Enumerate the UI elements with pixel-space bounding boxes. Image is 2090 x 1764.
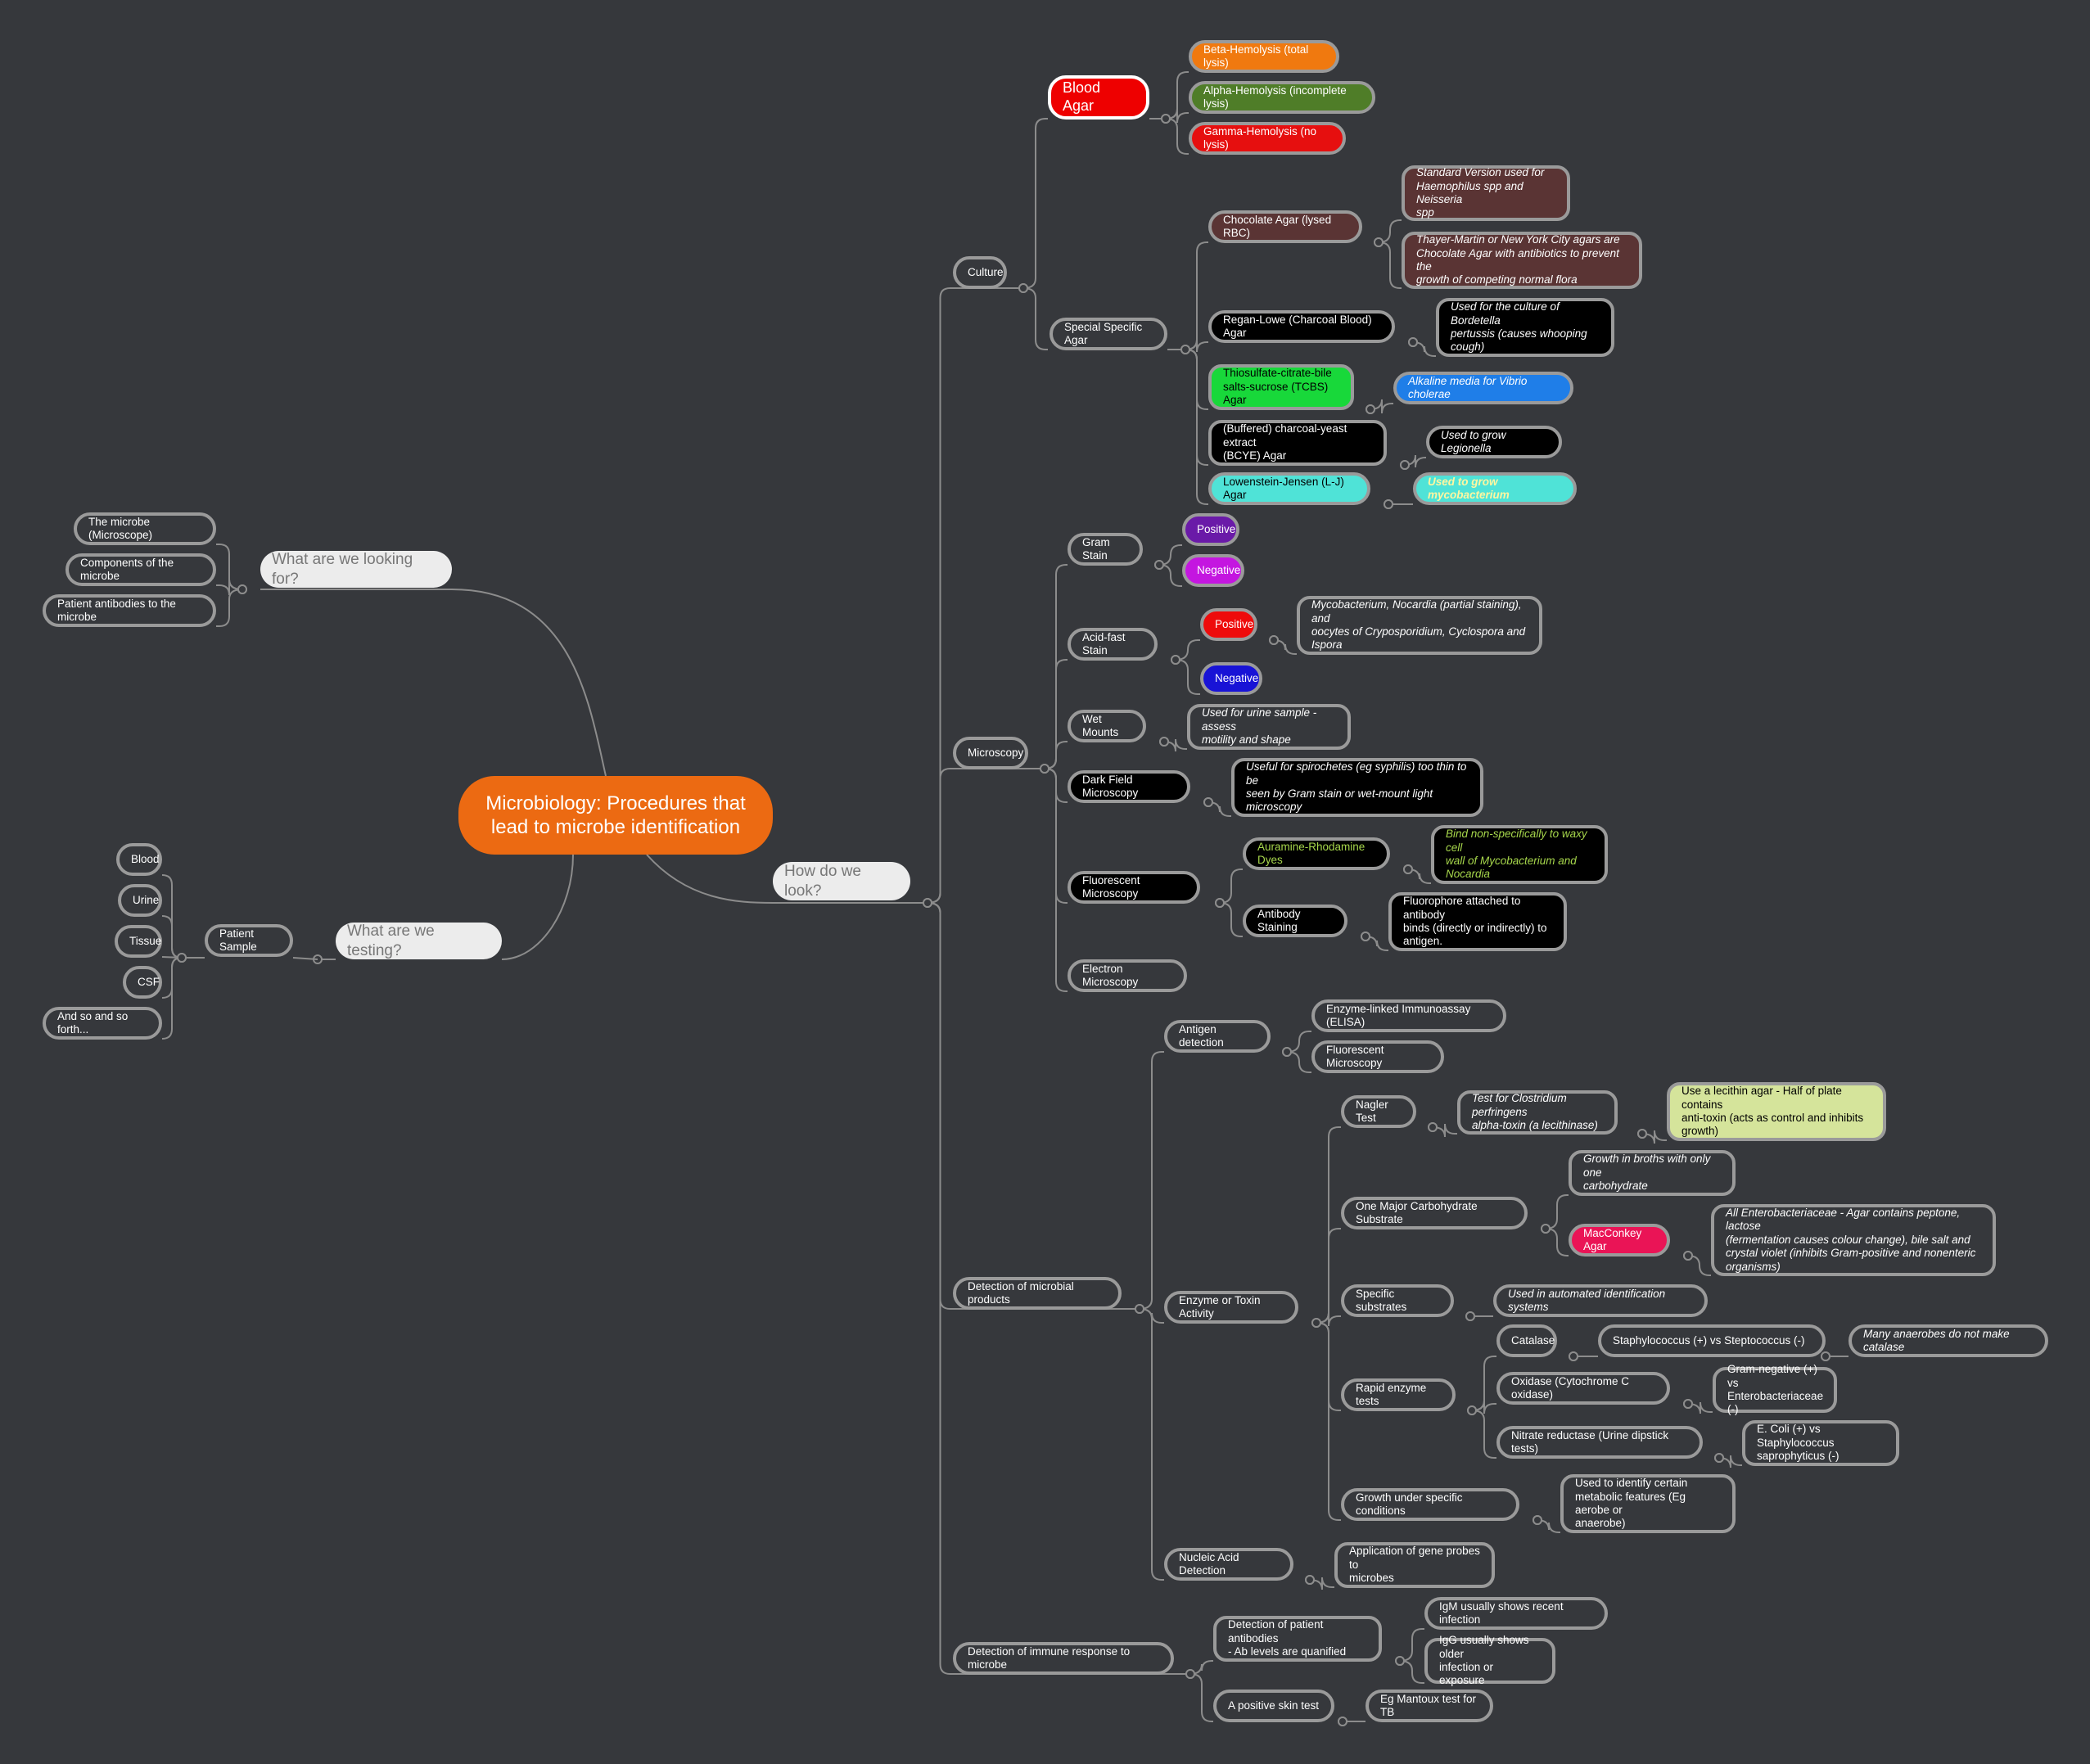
nucleic-acid-note[interactable]: Application of gene probes to microbes (1334, 1542, 1495, 1588)
gram-stain[interactable]: Gram Stain (1068, 533, 1143, 566)
dark-field-microscopy[interactable]: Dark Field Microscopy (1068, 770, 1190, 803)
antibody-staining-note[interactable]: Fluorophore attached to antibody binds (… (1388, 892, 1567, 951)
mantoux-note[interactable]: Eg Mantoux test for TB (1365, 1690, 1493, 1722)
oxidase[interactable]: Oxidase (Cytochrome C oxidase) (1496, 1372, 1670, 1405)
testing-topic[interactable]: What are we testing? (336, 923, 502, 959)
auramine-rhodamine[interactable]: Auramine-Rhodamine Dyes (1243, 837, 1390, 870)
lowenstein-jensen-note[interactable]: Used to grow mycobacterium (1413, 472, 1577, 505)
antigen-fluorescent-microscopy[interactable]: Fluorescent Microscopy (1311, 1040, 1444, 1073)
gram-positive[interactable]: Positive (1182, 513, 1239, 546)
patient-antibodies-detection[interactable]: Detection of patient antibodies - Ab lev… (1213, 1616, 1382, 1662)
lecithin-agar-note[interactable]: Use a lecithin agar - Half of plate cont… (1667, 1082, 1886, 1141)
gram-negative[interactable]: Negative (1182, 554, 1244, 587)
alpha-hemolysis[interactable]: Alpha-Hemolysis (incomplete lysis) (1189, 81, 1375, 114)
sample-other[interactable]: And so and so forth... (43, 1007, 162, 1040)
looking-for-topic[interactable]: What are we looking for? (260, 551, 452, 588)
specific-substrates[interactable]: Specific substrates (1341, 1284, 1454, 1317)
tcbs-note[interactable]: Alkaline media for Vibrio cholerae (1393, 372, 1573, 404)
wet-mounts-note[interactable]: Used for urine sample - assess motility … (1187, 704, 1351, 750)
enzyme-toxin-activity[interactable]: Enzyme or Toxin Activity (1164, 1291, 1298, 1324)
looking-item-components[interactable]: Components of the microbe (65, 553, 216, 586)
blood-agar[interactable]: Blood Agar (1048, 75, 1149, 120)
special-specific-agar[interactable]: Special Specific Agar (1050, 318, 1167, 350)
acid-fast-negative[interactable]: Negative (1200, 662, 1262, 695)
specific-substrates-note[interactable]: Used in automated identification systems (1493, 1284, 1708, 1317)
growth-specific-conditions[interactable]: Growth under specific conditions (1341, 1488, 1519, 1521)
chocolate-note-standard[interactable]: Standard Version used for Haemophilus sp… (1402, 165, 1570, 221)
immune-response-detection[interactable]: Detection of immune response to microbe (953, 1642, 1174, 1675)
beta-hemolysis[interactable]: Beta-Hemolysis (total lysis) (1189, 40, 1339, 73)
microbial-products[interactable]: Detection of microbial products (953, 1277, 1122, 1310)
antigen-detection[interactable]: Antigen detection (1164, 1020, 1271, 1053)
sample-blood[interactable]: Blood (116, 843, 162, 876)
catalase[interactable]: Catalase (1496, 1324, 1557, 1357)
regan-lowe-note[interactable]: Used for the culture of Bordetella pertu… (1436, 298, 1614, 357)
microscopy[interactable]: Microscopy (953, 737, 1028, 769)
nitrate-note[interactable]: E. Coli (+) vs Staphylococcus saprophyti… (1742, 1420, 1899, 1466)
central-topic[interactable]: Microbiology: Procedures that lead to mi… (458, 776, 773, 855)
fluorescent-microscopy[interactable]: Fluorescent Microscopy (1068, 871, 1200, 904)
acid-fast-stain[interactable]: Acid-fast Stain (1068, 628, 1158, 661)
igm-note[interactable]: IgM usually shows recent infection (1424, 1597, 1608, 1630)
sample-urine[interactable]: Urine (118, 884, 162, 917)
elisa[interactable]: Enzyme-linked Immunoassay (ELISA) (1311, 999, 1506, 1032)
macconkey-note[interactable]: All Enterobacteriaceae - Agar contains p… (1711, 1204, 1996, 1276)
nucleic-acid-detection[interactable]: Nucleic Acid Detection (1164, 1548, 1293, 1581)
auramine-note[interactable]: Bind non-specifically to waxy cell wall … (1431, 825, 1608, 884)
electron-microscopy[interactable]: Electron Microscopy (1068, 959, 1187, 992)
rapid-enzyme-tests[interactable]: Rapid enzyme tests (1341, 1378, 1456, 1411)
bcye-note[interactable]: Used to grow Legionella (1426, 426, 1562, 458)
lowenstein-jensen-agar[interactable]: Lowenstein-Jensen (L-J) Agar (1208, 472, 1370, 505)
bcye-agar[interactable]: (Buffered) charcoal-yeast extract (BCYE)… (1208, 420, 1387, 466)
sample-csf[interactable]: CSF (123, 966, 162, 999)
acid-fast-positive[interactable]: Positive (1200, 608, 1257, 641)
tcbs-agar[interactable]: Thiosulfate-citrate-bile salts-sucrose (… (1208, 364, 1354, 410)
culture[interactable]: Culture (953, 256, 1007, 289)
regan-lowe-agar[interactable]: Regan-Lowe (Charcoal Blood) Agar (1208, 310, 1395, 343)
patient-sample[interactable]: Patient Sample (205, 924, 293, 957)
oxidase-note[interactable]: Gram-negative (+) vs Enterobacteriaceae … (1713, 1363, 1837, 1415)
chocolate-agar[interactable]: Chocolate Agar (lysed RBC) (1208, 210, 1362, 243)
how-topic[interactable]: How do we look? (773, 862, 910, 900)
sample-tissue[interactable]: Tissue (115, 925, 162, 958)
nitrate-reductase[interactable]: Nitrate reductase (Urine dipstick tests) (1496, 1426, 1703, 1459)
carbohydrate-note[interactable]: Growth in broths with only one carbohydr… (1569, 1150, 1736, 1196)
growth-note[interactable]: Used to identify certain metabolic featu… (1560, 1474, 1736, 1533)
dark-field-note[interactable]: Useful for spirochetes (eg syphilis) too… (1231, 758, 1483, 817)
antibody-staining[interactable]: Antibody Staining (1243, 905, 1347, 937)
chocolate-note-thayer[interactable]: Thayer-Martin or New York City agars are… (1402, 232, 1642, 289)
skin-test[interactable]: A positive skin test (1213, 1690, 1334, 1722)
catalase-anaerobes-note[interactable]: Many anaerobes do not make catalase (1848, 1324, 2048, 1357)
nagler-note[interactable]: Test for Clostridium perfringens alpha-t… (1457, 1090, 1618, 1135)
catalase-note[interactable]: Staphylococcus (+) vs Steptococcus (-) (1598, 1324, 1826, 1357)
one-major-carbohydrate[interactable]: One Major Carbohydrate Substrate (1341, 1197, 1528, 1229)
wet-mounts[interactable]: Wet Mounts (1068, 710, 1146, 742)
nagler-test[interactable]: Nagler Test (1341, 1095, 1416, 1128)
acid-fast-positive-note[interactable]: Mycobacterium, Nocardia (partial stainin… (1297, 596, 1542, 655)
igg-note[interactable]: IgG usually shows older infection or exp… (1424, 1634, 1555, 1686)
macconkey-agar[interactable]: MacConkey Agar (1569, 1224, 1670, 1256)
looking-item-microscope[interactable]: The microbe (Microscope) (74, 512, 216, 545)
gamma-hemolysis[interactable]: Gamma-Hemolysis (no lysis) (1189, 122, 1346, 155)
looking-item-antibodies[interactable]: Patient antibodies to the microbe (43, 594, 216, 627)
